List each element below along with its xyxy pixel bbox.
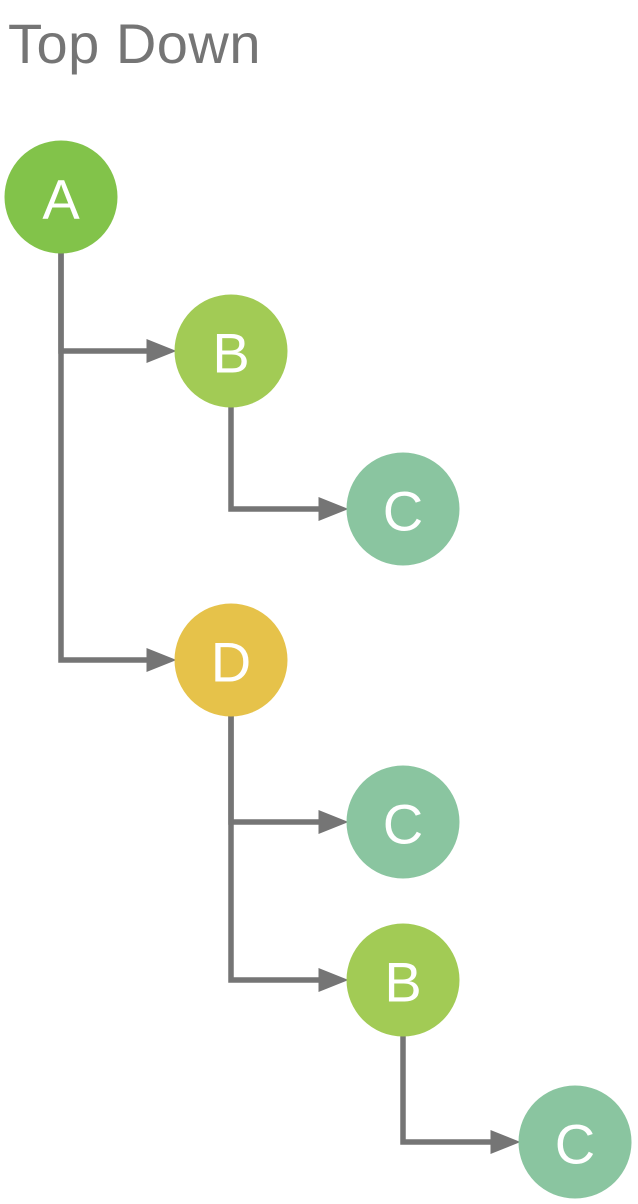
node-C1: C bbox=[346, 452, 460, 566]
node-label-C2: C bbox=[383, 793, 423, 856]
diagram-title: Top Down bbox=[8, 12, 262, 75]
node-label-C1: C bbox=[383, 480, 423, 543]
edge-D-B2 bbox=[228, 715, 349, 992]
node-circle-B1 bbox=[174, 294, 288, 408]
node-label-B1: B bbox=[212, 322, 249, 385]
node-label-C3: C bbox=[555, 1113, 595, 1176]
edge-B2-C3 bbox=[400, 1035, 521, 1154]
node-B2: B bbox=[346, 923, 460, 1037]
arrowhead-icon bbox=[318, 497, 349, 521]
node-D: D bbox=[174, 603, 288, 717]
edge-line bbox=[58, 252, 151, 663]
node-C2: C bbox=[346, 765, 460, 879]
node-C3: C bbox=[518, 1085, 632, 1199]
arrowhead-icon bbox=[146, 339, 177, 363]
edge-line bbox=[400, 1035, 495, 1145]
node-circle-A bbox=[4, 140, 118, 254]
edge-line bbox=[228, 715, 323, 825]
edge-A-B1 bbox=[58, 252, 177, 363]
node-label-B2: B bbox=[384, 951, 421, 1014]
node-circle-C2 bbox=[346, 765, 460, 879]
edge-A-D bbox=[58, 252, 177, 672]
arrowhead-icon bbox=[318, 810, 349, 834]
edge-line bbox=[58, 252, 151, 354]
edge-line bbox=[228, 715, 323, 983]
edge-D-C2 bbox=[228, 715, 349, 834]
node-circle-C3 bbox=[518, 1085, 632, 1199]
node-label-D: D bbox=[211, 631, 251, 694]
arrowhead-icon bbox=[490, 1130, 521, 1154]
arrowhead-icon bbox=[318, 968, 349, 992]
edge-B1-C1 bbox=[228, 406, 349, 521]
node-A: A bbox=[4, 140, 118, 254]
node-label-A: A bbox=[42, 168, 80, 231]
node-circle-C1 bbox=[346, 452, 460, 566]
node-circle-D bbox=[174, 603, 288, 717]
node-B1: B bbox=[174, 294, 288, 408]
node-circle-B2 bbox=[346, 923, 460, 1037]
arrowhead-icon bbox=[146, 648, 177, 672]
edge-line bbox=[228, 406, 323, 512]
